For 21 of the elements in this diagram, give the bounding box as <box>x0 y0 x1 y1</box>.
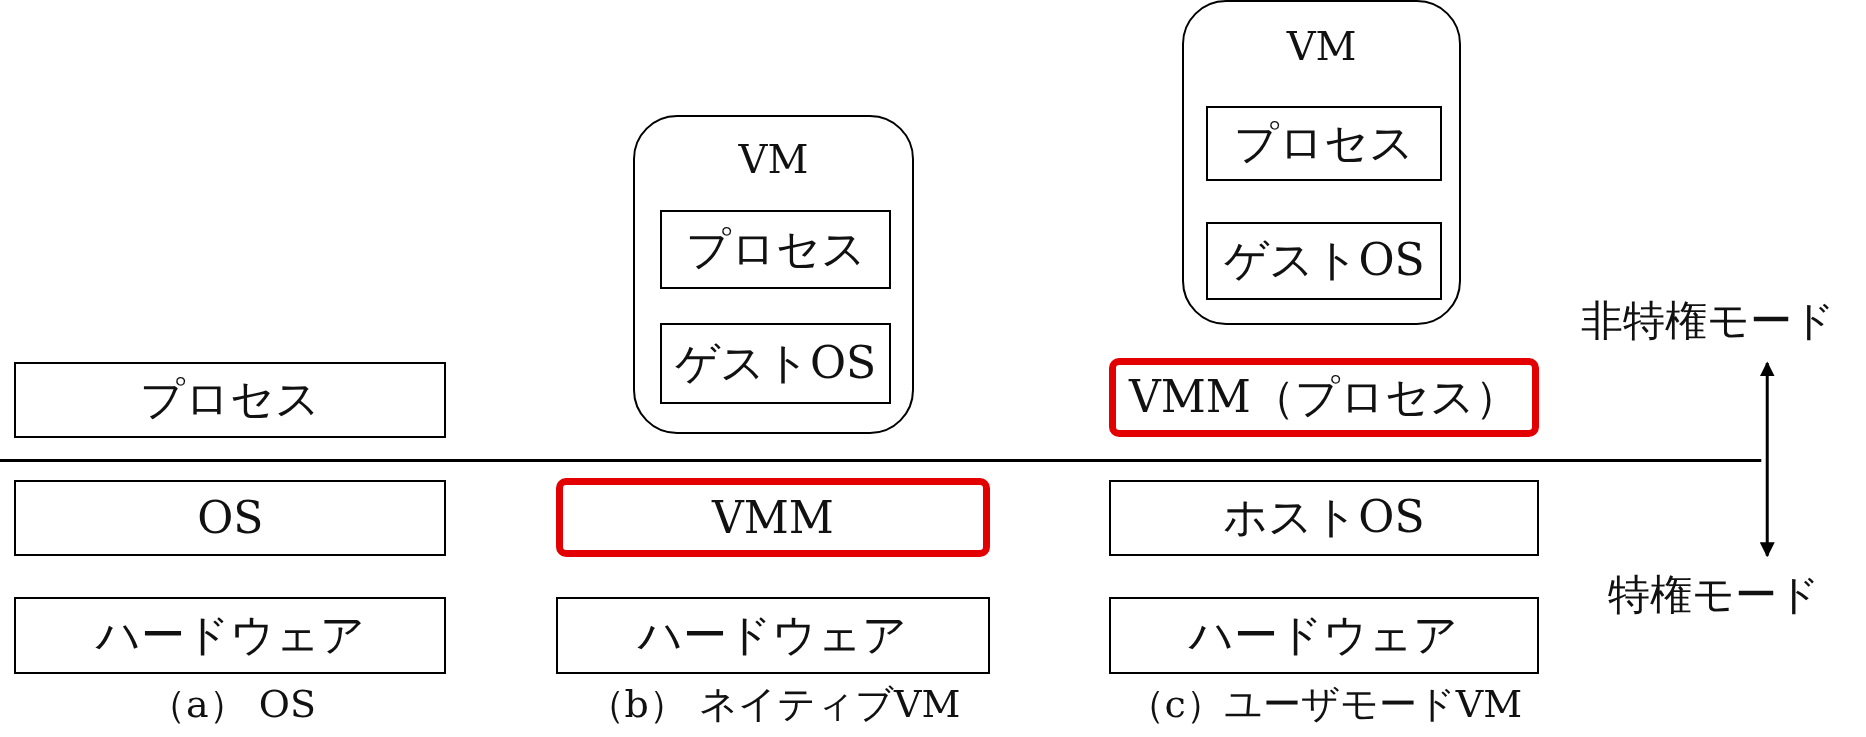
process-box: プロセス <box>1206 105 1442 181</box>
caption: （b） ネイティブVM <box>586 683 961 726</box>
guest-os-box: ゲストOS <box>660 323 891 405</box>
process-box: プロセス <box>14 361 447 438</box>
hardware-box: ハードウェア <box>1109 597 1539 674</box>
guest-os-box: ゲストOS <box>1206 222 1442 300</box>
process-box: プロセス <box>660 210 891 289</box>
host-os-box: ホストOS <box>1109 479 1539 556</box>
caption: （c）ユーザモードVM <box>1126 683 1523 726</box>
vmm-box: VMM <box>555 478 991 557</box>
hardware-box: ハードウェア <box>14 597 447 674</box>
os-box: OS <box>14 479 447 556</box>
hardware-box: ハードウェア <box>555 597 991 674</box>
vmm-process-box: VMM（プロセス） <box>1109 358 1539 437</box>
vm-container <box>1181 0 1462 325</box>
vm-label: VM <box>1285 23 1358 70</box>
vm-container <box>633 115 914 435</box>
vm-label: VM <box>737 136 810 183</box>
mode-label: 非特権モード <box>1580 295 1835 348</box>
caption: （a） OS <box>148 683 316 726</box>
mode-label: 特権モード <box>1607 569 1820 621</box>
